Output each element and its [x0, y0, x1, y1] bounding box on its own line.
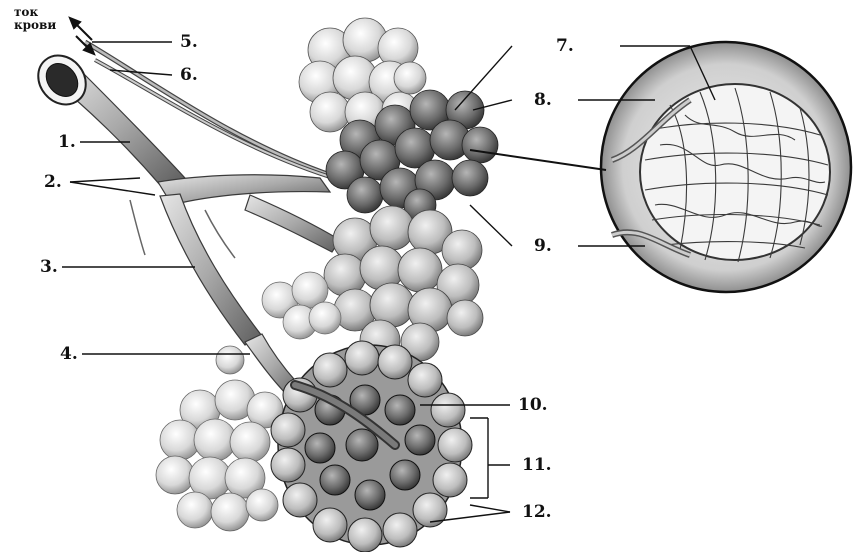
blood-flow-label: ток крови — [14, 6, 56, 31]
blood-flow-label-line1: ток — [14, 6, 56, 19]
label-12: 12. — [522, 504, 552, 521]
label-10: 10. — [518, 397, 548, 414]
label-2: 2. — [44, 174, 62, 191]
bronchial-tree — [50, 42, 340, 398]
label-6: 6. — [180, 67, 198, 84]
label-7: 7. — [556, 38, 574, 55]
label-5: 5. — [180, 34, 198, 51]
magnified-alveolus — [601, 42, 851, 292]
label-3: 3. — [40, 259, 58, 276]
label-11: 11. — [522, 457, 552, 474]
alveolar-cluster-middle — [324, 206, 483, 361]
label-4: 4. — [60, 346, 78, 363]
blood-flow-label-line2: крови — [14, 19, 56, 32]
label-1: 1. — [58, 134, 76, 151]
blood-flow-arrows — [70, 18, 94, 54]
label-8: 8. — [534, 92, 552, 109]
label-9: 9. — [534, 238, 552, 255]
alveolar-cluster-bottom-left — [156, 346, 283, 531]
